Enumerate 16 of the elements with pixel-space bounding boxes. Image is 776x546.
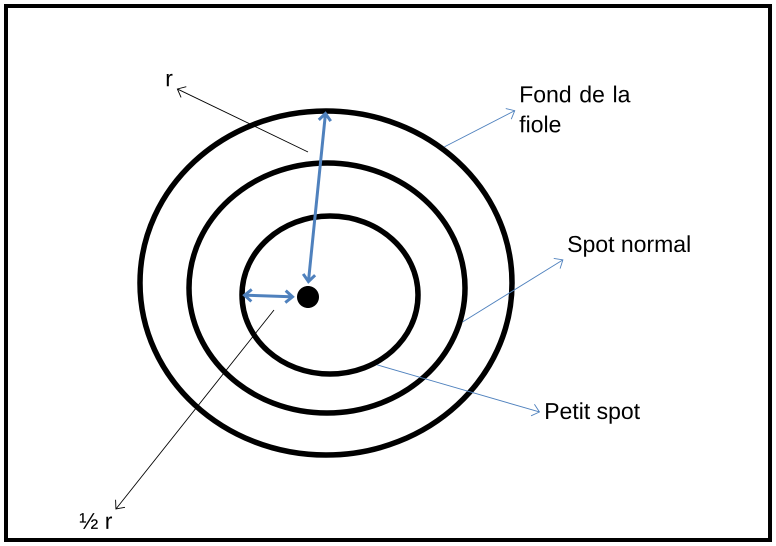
label-text: Fond de la fiole — [520, 86, 630, 132]
label-text: Spot normal — [568, 235, 690, 257]
double-arrow — [302, 111, 332, 284]
ring — [137, 108, 515, 458]
label-text: ½ r — [80, 513, 112, 529]
double-arrow — [242, 288, 295, 304]
leader-line — [462, 258, 564, 322]
ring — [239, 213, 421, 377]
leader-line — [376, 364, 540, 416]
leader-line — [115, 310, 274, 510]
leader-line — [176, 86, 308, 152]
leader-line — [444, 108, 516, 148]
ring — [186, 160, 468, 416]
label-text: r — [166, 74, 172, 86]
centre-dot — [297, 286, 319, 308]
label-text: Petit spot — [546, 402, 640, 424]
